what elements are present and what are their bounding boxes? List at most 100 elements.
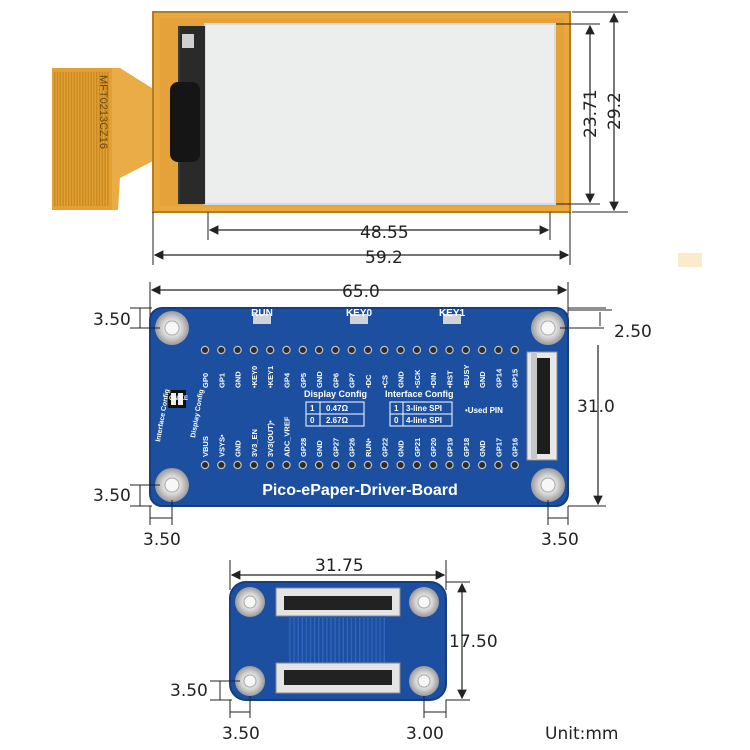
pin-label-bottom: GP21: [413, 438, 422, 457]
header-pin: [331, 460, 340, 470]
dim-hole-right-offset: 3.50: [541, 530, 579, 550]
header-pin: [510, 460, 519, 470]
header-pin: [363, 460, 373, 470]
interface-config-val-0: 4-line SPI: [406, 416, 442, 425]
header-pin: [249, 345, 259, 355]
header-pin: [233, 460, 242, 470]
pin-label-bottom: GP19: [446, 438, 455, 457]
driver-board-pcb: [149, 307, 569, 507]
header-pin: [298, 345, 307, 355]
header-pin: [445, 345, 454, 355]
header-pin: [217, 345, 226, 355]
header-pin: [477, 345, 487, 355]
pin-label-top: •DIN: [429, 372, 438, 388]
epaper-module: MFT0213CZ16 48.55 59.2 23.71 29.2: [52, 11, 702, 268]
interface-config-title: Interface Config: [385, 389, 454, 399]
switch-on-label: ON KE: [169, 396, 188, 402]
header-pin: [412, 460, 422, 470]
mount-hole-tl: [155, 311, 189, 345]
header-pin: [331, 345, 340, 355]
display-config-val-0: 2.67Ω: [326, 416, 349, 425]
header-pin: [282, 345, 291, 355]
header-pin: [217, 460, 226, 470]
header-pin: [298, 460, 307, 470]
adapter-traces: [289, 616, 385, 663]
pin-label-top: GP0: [201, 373, 210, 388]
pin-label-bottom: ADC_VREF: [283, 416, 292, 457]
button-key1: KEY1: [439, 308, 466, 324]
interface-config-table: Interface Config 1 3-line SPI 0 4-line S…: [385, 389, 503, 427]
epaper-active-area: [204, 23, 556, 205]
dim-total-width: 59.2: [365, 248, 403, 268]
pin-label-bottom: VBUS: [201, 436, 210, 457]
header-pin: [347, 460, 356, 470]
interface-config-key-0: 0: [394, 416, 399, 425]
interface-config-val-1: 3-line SPI: [406, 404, 442, 413]
board-title: Pico-ePaper-Driver-Board: [262, 482, 458, 499]
header-pin: [314, 460, 324, 470]
pin-label-top: GP5: [299, 373, 308, 388]
pin-label-bottom: GND: [397, 440, 406, 457]
button-run: RUN: [251, 308, 273, 324]
display-config-val-1: 0.47Ω: [326, 404, 349, 413]
pin-label-top: GP1: [217, 373, 226, 388]
pin-label-top: GND: [478, 371, 487, 388]
pin-label-bottom: GP27: [331, 438, 340, 457]
header-pin: [266, 460, 275, 470]
header-pin: [249, 460, 259, 470]
button-key1-label: KEY1: [439, 308, 466, 319]
mount-hole-bl: [155, 468, 189, 502]
button-run-label: RUN: [251, 308, 273, 319]
header-pin: [494, 460, 503, 470]
header-pin: [233, 345, 242, 355]
pin-label-bottom: GP28: [299, 438, 308, 457]
dim-adapter-height: 17.50: [449, 632, 498, 652]
display-config-key-0: 0: [310, 416, 315, 425]
pin-label-bottom: GP16: [511, 438, 520, 457]
used-pin-note: •Used PIN: [465, 406, 503, 415]
mount-hole-tr: [531, 311, 565, 345]
pin-label-top: GP14: [494, 368, 503, 388]
pin-label-bottom: GP17: [494, 438, 503, 457]
adapter-board: 31.75 17.50 3.50 3.50: [170, 556, 498, 744]
dim-total-height: 29.2: [605, 92, 625, 130]
pin-label-bottom: GND: [315, 440, 324, 457]
header-pin: [380, 345, 389, 355]
pin-label-top: GND: [397, 371, 406, 388]
fpc-tail: MFT0213CZ16: [52, 68, 155, 210]
adapter-connector-bottom: [275, 662, 401, 694]
pin-label-top: •DC: [364, 374, 373, 388]
dim-active-height: 23.71: [581, 89, 601, 138]
pin-label-bottom: 3V3_EN: [250, 429, 259, 457]
pin-label-bottom: RUN•: [364, 438, 373, 457]
header-pin: [510, 345, 519, 355]
pin-label-top: •RST: [446, 370, 455, 388]
pin-label-top: GND: [234, 371, 243, 388]
header-pin: [461, 345, 470, 355]
dim-adapter-hole-bottom: 3.50: [170, 681, 208, 701]
header-pin: [494, 345, 503, 355]
pin-label-bottom: GND: [234, 440, 243, 457]
adapter-hole-bl: [235, 666, 265, 696]
dim-hole-inset: 2.50: [614, 322, 652, 342]
dim-adapter-hole-right: 3.00: [406, 724, 444, 744]
header-pin: [429, 460, 438, 470]
pin-label-top: GP15: [511, 369, 520, 388]
header-pin: [445, 460, 454, 470]
adapter-hole-tl: [235, 587, 265, 617]
dim-board-width: 65.0: [342, 282, 380, 302]
pin-label-bottom: VSYS•: [217, 434, 226, 457]
header-pin: [347, 345, 356, 355]
dim-adapter-width: 31.75: [315, 556, 364, 576]
header-pin: [461, 460, 470, 470]
button-key0: KEY0: [346, 308, 373, 324]
pin-label-top: GND: [315, 371, 324, 388]
mount-hole-br: [531, 468, 565, 502]
header-pin: [282, 460, 291, 470]
display-config-title: Display Config: [304, 389, 367, 399]
button-key0-label: KEY0: [346, 308, 373, 319]
dim-hole-bottom-offset: 3.50: [93, 486, 131, 506]
dim-adapter-hole-left: 3.50: [222, 724, 260, 744]
header-pin: [477, 460, 487, 470]
